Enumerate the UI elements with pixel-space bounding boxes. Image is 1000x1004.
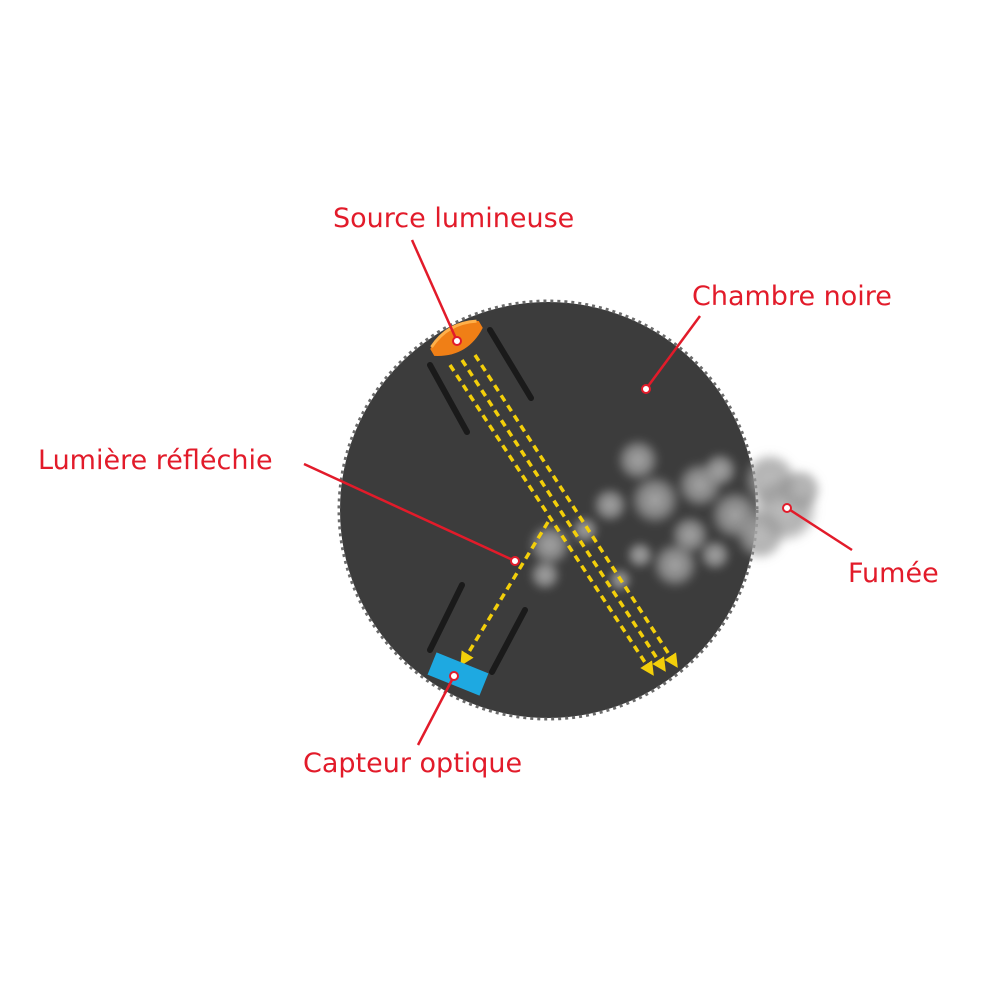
chamber-dot bbox=[641, 384, 651, 394]
sensor-baffle-right bbox=[489, 607, 528, 675]
leader-lines bbox=[303, 239, 853, 746]
sensor-baffle-left bbox=[427, 582, 465, 653]
label-light-source: Source lumineuse bbox=[333, 203, 575, 234]
reflected-light-beam bbox=[460, 521, 550, 666]
source-baffle-right bbox=[487, 327, 534, 401]
label-reflected-light: Lumière réfléchie bbox=[38, 445, 273, 476]
label-optical-sensor: Capteur optique bbox=[303, 748, 523, 779]
dark-chamber bbox=[340, 302, 756, 718]
label-dark-chamber: Chambre noire bbox=[692, 281, 892, 312]
smoke-dot bbox=[782, 503, 792, 513]
sensor-dot bbox=[449, 671, 459, 681]
reflect-dot bbox=[510, 556, 520, 566]
anchor-dots bbox=[449, 336, 792, 681]
emitted-light-beams bbox=[448, 354, 678, 676]
source-baffle-left bbox=[427, 362, 470, 435]
label-smoke: Fumée bbox=[848, 558, 939, 589]
source-dot bbox=[452, 336, 462, 346]
